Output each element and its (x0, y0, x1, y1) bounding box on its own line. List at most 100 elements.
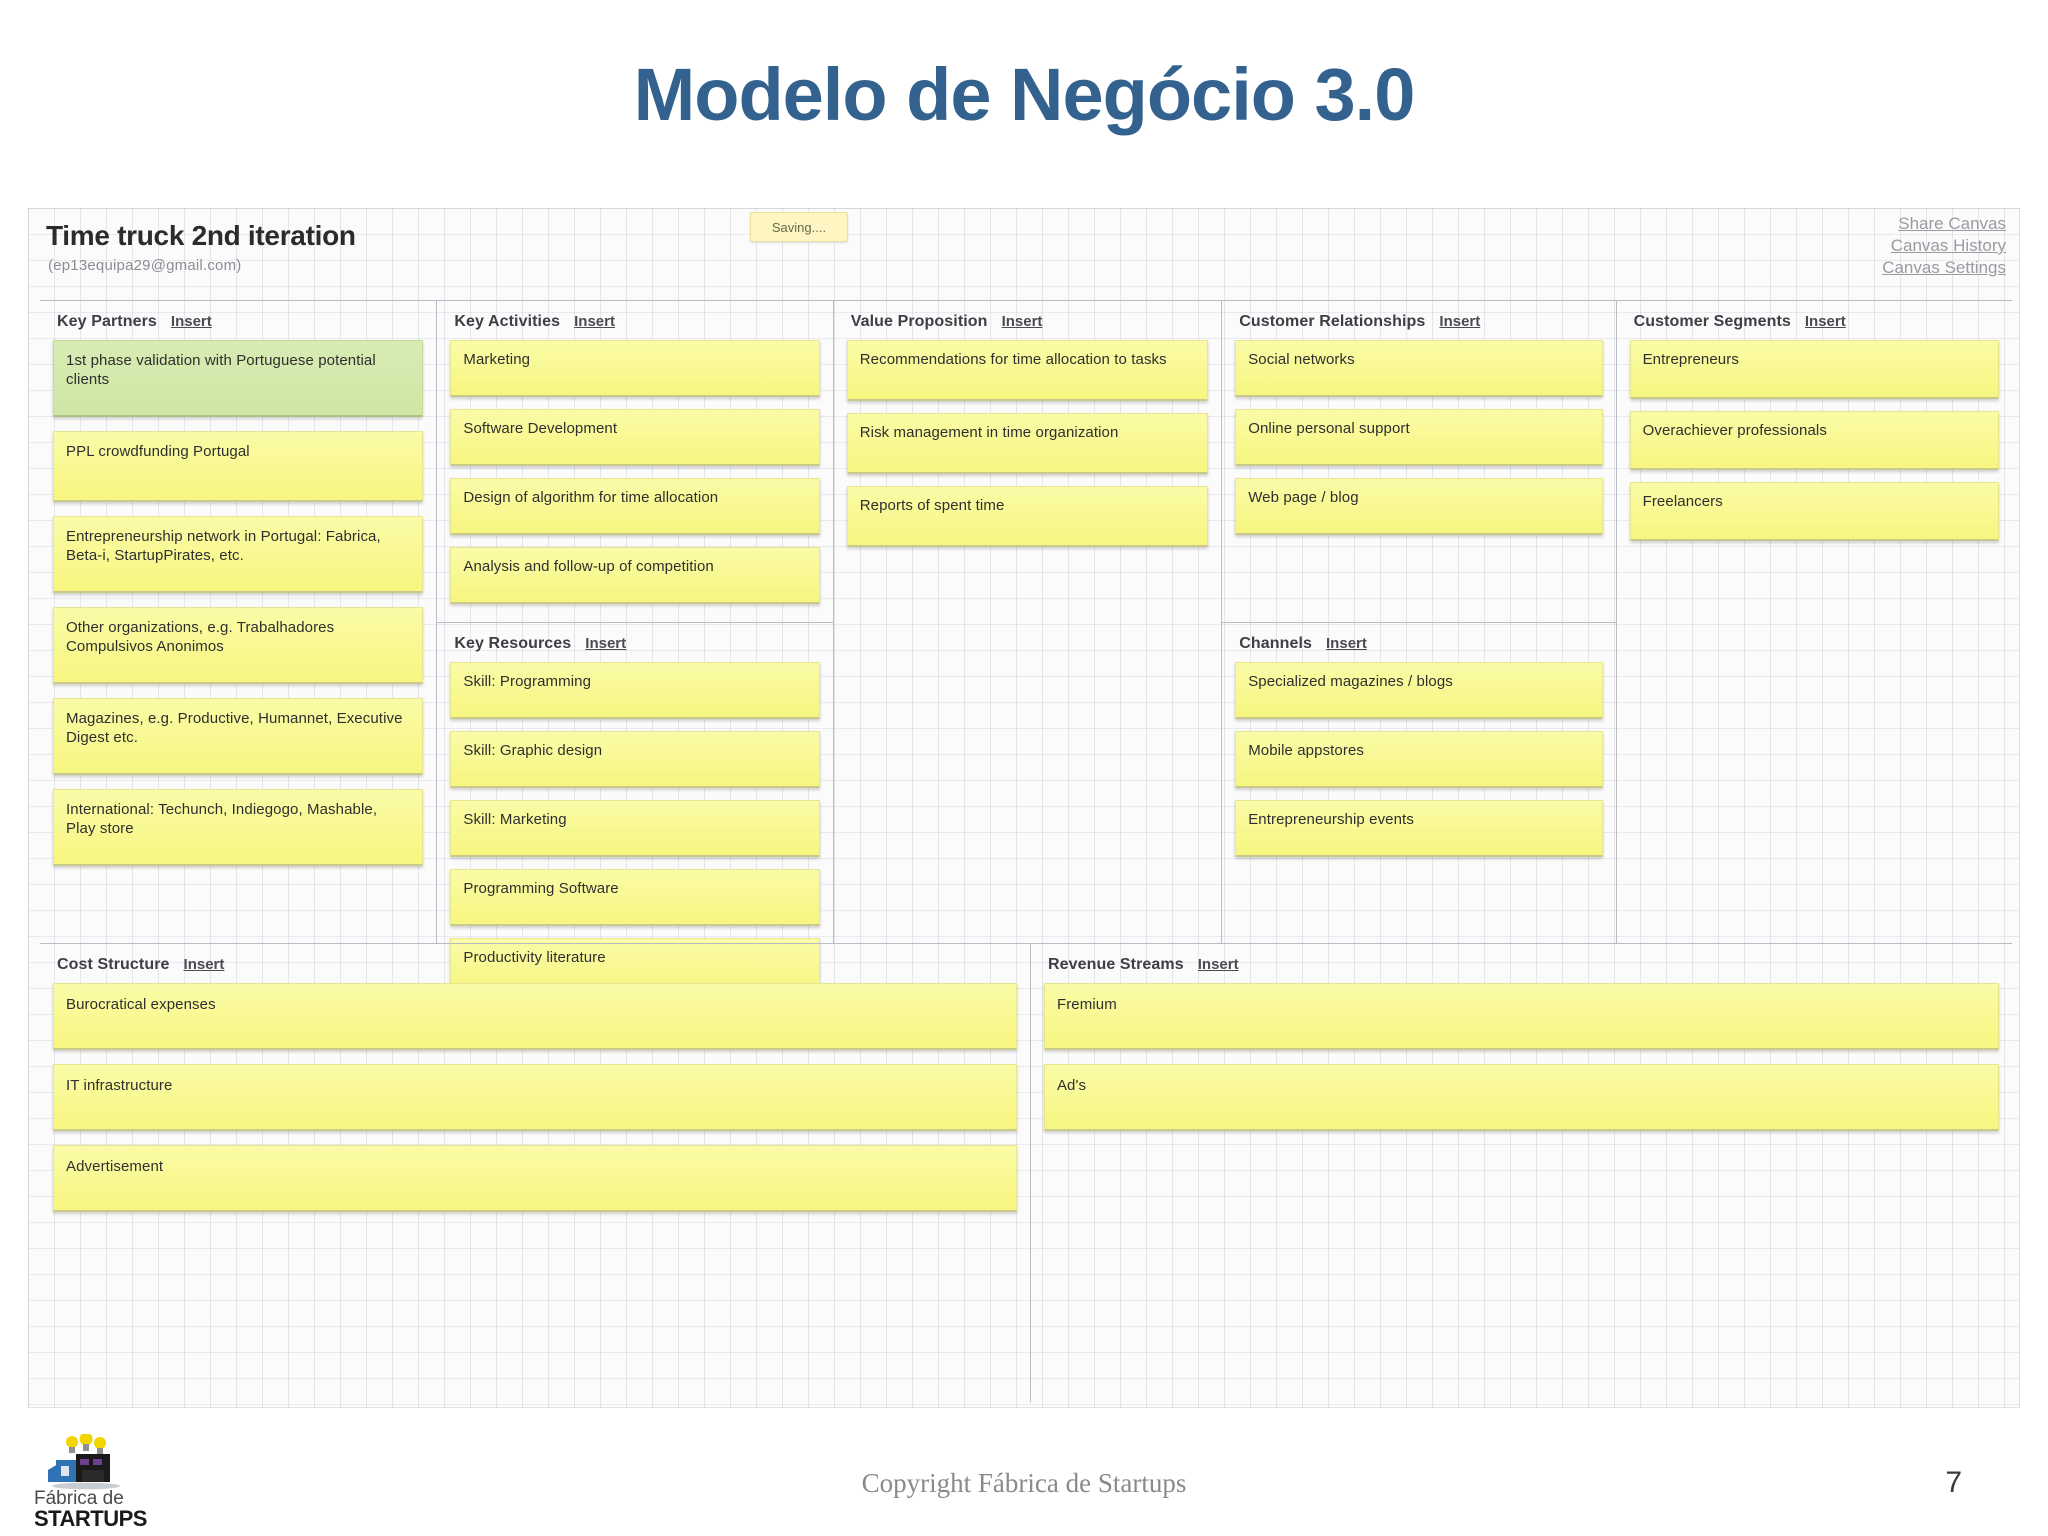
section-title: Revenue Streams (1047, 956, 1184, 973)
section-title: Value Proposition (850, 313, 988, 330)
section-title: Key Partners (57, 313, 157, 330)
section-title: Cost Structure (57, 956, 170, 973)
section-title: Customer Relationships (1239, 313, 1426, 330)
logo-text-line1: Fábrica de (34, 1488, 124, 1509)
sticky-card[interactable]: Advertisement (53, 1145, 1017, 1212)
sticky-card-text: Productivity literature (463, 949, 606, 966)
sticky-card[interactable]: Risk management in time organization (846, 413, 1209, 474)
business-model-canvas: Time truck 2nd iteration (ep13equipa29@g… (28, 208, 2020, 1408)
sticky-card-text: Entrepreneurship events (1248, 811, 1414, 828)
sticky-card-text: Risk management in time organization (859, 424, 1119, 441)
insert-link-revenue-streams[interactable]: Insert (1197, 956, 1239, 973)
sticky-card-text: Software Development (463, 420, 618, 437)
sticky-card[interactable]: Magazines, e.g. Productive, Humannet, Ex… (53, 698, 424, 775)
section-header: Cost Structure Insert (53, 954, 1017, 983)
section-header: Key Partners Insert (53, 311, 423, 340)
sticky-card-text: Specialized magazines / blogs (1248, 673, 1453, 690)
section-title: Channels (1239, 635, 1313, 652)
canvas-history-link[interactable]: Canvas History (1890, 235, 2006, 255)
insert-link-key-resources[interactable]: Insert (585, 635, 627, 652)
sticky-card[interactable]: Fremium (1043, 983, 1999, 1050)
sticky-card[interactable]: IT infrastructure (53, 1064, 1017, 1131)
sticky-card[interactable]: Web page / blog (1235, 478, 1603, 535)
sticky-card[interactable]: Skill: Graphic design (450, 731, 820, 788)
sticky-card-text: Entrepreneurship network in Portugal: Fa… (66, 528, 381, 564)
sticky-card[interactable]: Design of algorithm for time allocation (450, 478, 820, 535)
sticky-card[interactable]: Programming Software (450, 869, 820, 926)
sticky-card[interactable]: Software Development (450, 409, 820, 466)
sticky-card-text: Web page / blog (1248, 489, 1359, 506)
sticky-card-text: Reports of spent time (859, 497, 1005, 514)
insert-link-key-partners[interactable]: Insert (170, 313, 212, 330)
block-value-proposition: Value Proposition Insert Recommendations… (832, 301, 1221, 943)
sticky-card[interactable]: PPL crowdfunding Portugal (53, 431, 424, 502)
sticky-card[interactable]: Ad's (1043, 1064, 1999, 1131)
sticky-card[interactable]: Entrepreneurship network in Portugal: Fa… (53, 516, 424, 593)
canvas-row-bottom: Cost Structure Insert Burocratical expen… (40, 943, 2012, 1402)
insert-link-value-proposition[interactable]: Insert (1001, 313, 1043, 330)
canvas-row-top: Key Partners Insert 1st phase validation… (40, 301, 2012, 995)
share-canvas-link[interactable]: Share Canvas (1898, 214, 2006, 233)
sticky-card[interactable]: Online personal support (1235, 409, 1603, 466)
sticky-card[interactable]: Entrepreneurship events (1235, 800, 1603, 857)
sticky-card-text: Social networks (1248, 351, 1355, 368)
block-key-resources: Key Resources Insert Skill: Programming … (437, 622, 833, 995)
block-key-partners: Key Partners Insert 1st phase validation… (40, 301, 436, 943)
sticky-card[interactable]: Reports of spent time (846, 486, 1209, 547)
card-list-key-partners: 1st phase validation with Portuguese pot… (53, 340, 424, 866)
sticky-card-text: Magazines, e.g. Productive, Humannet, Ex… (66, 710, 403, 746)
canvas-settings-link[interactable]: Canvas Settings (1882, 257, 2006, 277)
sticky-card-text: Burocratical expenses (66, 996, 216, 1013)
sticky-card-text: Advertisement (66, 1158, 164, 1175)
sticky-card[interactable]: Marketing (450, 340, 820, 397)
sticky-card[interactable]: Skill: Programming (450, 662, 820, 719)
sticky-card[interactable]: Overachiever professionals (1629, 411, 1999, 470)
fabrica-de-startups-logo: Fábrica de STARTUPS (34, 1434, 152, 1531)
insert-link-cost-structure[interactable]: Insert (183, 956, 225, 973)
sticky-card-text: Marketing (463, 351, 531, 368)
sticky-card[interactable]: International: Techunch, Indiegogo, Mash… (53, 789, 424, 866)
sticky-card[interactable]: Burocratical expenses (53, 983, 1017, 1050)
sticky-card-text: Skill: Marketing (463, 811, 567, 828)
sticky-card[interactable]: Specialized magazines / blogs (1235, 662, 1603, 719)
section-header: Key Resources Insert (450, 633, 819, 662)
section-header: Customer Segments Insert (1630, 311, 1999, 340)
sticky-card-text: Skill: Graphic design (463, 742, 603, 759)
sticky-card[interactable]: Social networks (1235, 340, 1603, 397)
section-header: Customer Relationships Insert (1235, 311, 1602, 340)
sticky-card-text: Other organizations, e.g. Trabalhadores … (66, 619, 335, 655)
sticky-card[interactable]: Entrepreneurs (1629, 340, 1999, 399)
card-list-customer-segments: Entrepreneurs Overachiever professionals… (1629, 340, 1999, 541)
sticky-card[interactable]: 1st phase validation with Portuguese pot… (53, 340, 424, 417)
card-list-channels: Specialized magazines / blogs Mobile app… (1235, 662, 1603, 857)
factory-logo-icon (48, 1434, 120, 1490)
block-channels: Channels Insert Specialized magazines / … (1222, 622, 1616, 943)
section-title: Key Activities (454, 313, 561, 330)
sticky-card[interactable]: Mobile appstores (1235, 731, 1603, 788)
sticky-card-text: Programming Software (463, 880, 619, 897)
canvas-actions: Share Canvas Canvas History Canvas Setti… (1882, 213, 2006, 278)
card-list-key-resources: Skill: Programming Skill: Graphic design… (450, 662, 820, 995)
card-list-revenue-streams: Fremium Ad's (1043, 983, 1999, 1131)
sticky-card-text: Mobile appstores (1248, 742, 1365, 759)
section-title: Customer Segments (1633, 313, 1791, 330)
section-header: Value Proposition Insert (847, 311, 1208, 340)
sticky-card[interactable]: Other organizations, e.g. Trabalhadores … (53, 607, 424, 684)
canvas-name: Time truck 2nd iteration (46, 220, 356, 251)
sticky-card[interactable]: Recommendations for time allocation to t… (846, 340, 1209, 401)
sticky-card[interactable]: Analysis and follow-up of competition (450, 547, 820, 604)
insert-link-channels[interactable]: Insert (1326, 635, 1367, 652)
sticky-card-text: 1st phase validation with Portuguese pot… (66, 352, 376, 388)
sticky-card[interactable]: Freelancers (1629, 482, 1999, 541)
insert-link-customer-segments[interactable]: Insert (1804, 313, 1846, 330)
canvas-owner-email: (ep13equipa29@gmail.com) (48, 257, 242, 274)
sticky-card[interactable]: Skill: Marketing (450, 800, 820, 857)
sticky-card-text: Ad's (1056, 1077, 1087, 1094)
sticky-card-text: Design of algorithm for time allocation (463, 489, 719, 506)
block-customer-relationships-channels: Customer Relationships Insert Social net… (1221, 301, 1616, 943)
section-title: Key Resources (454, 635, 572, 652)
insert-link-key-activities[interactable]: Insert (574, 313, 615, 330)
insert-link-customer-relationships[interactable]: Insert (1439, 313, 1481, 330)
section-header: Channels Insert (1235, 633, 1602, 662)
